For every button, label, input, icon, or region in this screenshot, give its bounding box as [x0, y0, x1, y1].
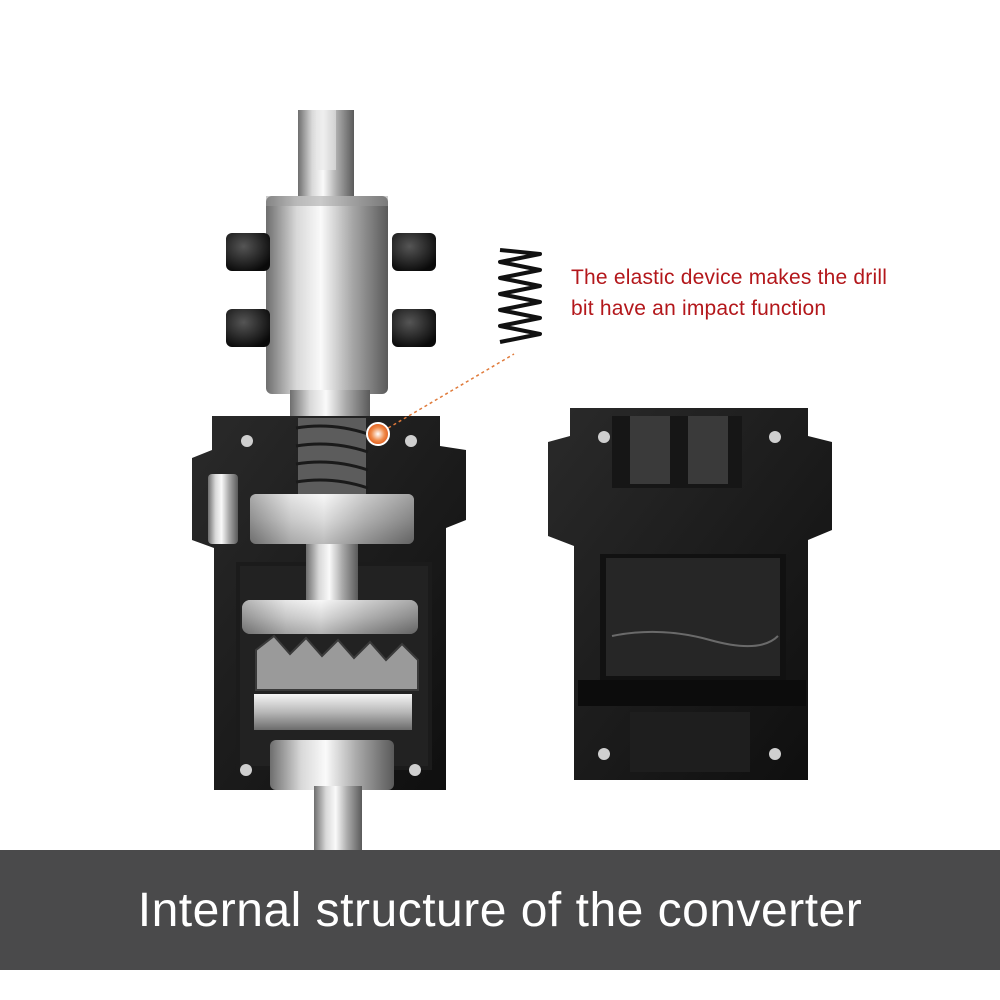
converter-photo — [192, 110, 832, 850]
right-housing-half — [548, 408, 832, 780]
callout-line-1: The elastic device makes the drill — [571, 266, 888, 289]
bottom-strip — [0, 970, 1000, 1000]
callout-line-2: bit have an impact function — [571, 297, 827, 320]
leader-line — [377, 353, 515, 435]
callout-text: The elastic device makes the drill bit h… — [571, 262, 931, 324]
leader-dot-icon — [366, 422, 390, 446]
spring-icon — [498, 248, 542, 344]
socket-screw-icon — [226, 233, 436, 347]
left-converter-assembly — [192, 110, 466, 850]
caption-title: Internal structure of the converter — [137, 883, 863, 937]
caption-bar: Internal structure of the converter — [0, 850, 1000, 970]
